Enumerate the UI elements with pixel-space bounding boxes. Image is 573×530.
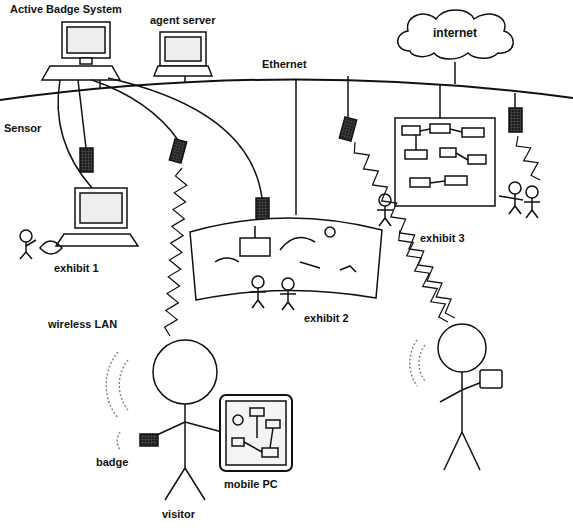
diagram-label: Ethernet xyxy=(262,58,307,71)
wireless-signal xyxy=(354,142,455,318)
agent-server-computer xyxy=(154,32,212,83)
exhibit-1-drawing xyxy=(20,188,138,259)
exhibit-wire xyxy=(58,80,92,188)
wireless-signal xyxy=(516,136,540,180)
sensor-wire xyxy=(78,80,86,148)
sensor-device xyxy=(80,76,522,220)
diagram-label: visitor xyxy=(162,508,195,521)
cloud-node: internet xyxy=(390,5,520,61)
exhibit-3-drawing xyxy=(377,84,540,226)
exhibit-2-drawing xyxy=(190,79,382,310)
ethernet-line xyxy=(0,79,573,100)
diagram-label: badge xyxy=(96,456,128,469)
diagram-label: mobile PC xyxy=(224,478,278,491)
sensor-wire xyxy=(108,78,262,198)
visitor-figure xyxy=(106,340,292,500)
visitor-figure xyxy=(410,324,502,470)
diagram-label: exhibit 1 xyxy=(54,262,99,275)
diagram-label: Sensor xyxy=(4,122,41,135)
node-text: internet xyxy=(433,26,477,40)
diagram-label: agent server xyxy=(150,14,215,27)
sensor-wire xyxy=(92,80,178,140)
diagram-label: exhibit 2 xyxy=(304,312,349,325)
diagram-label: exhibit 3 xyxy=(420,232,465,245)
internet-link xyxy=(454,62,456,84)
diagram-label: Active Badge System xyxy=(10,3,122,16)
wireless-signal xyxy=(165,168,187,336)
diagram-label: wireless LAN xyxy=(48,318,117,331)
